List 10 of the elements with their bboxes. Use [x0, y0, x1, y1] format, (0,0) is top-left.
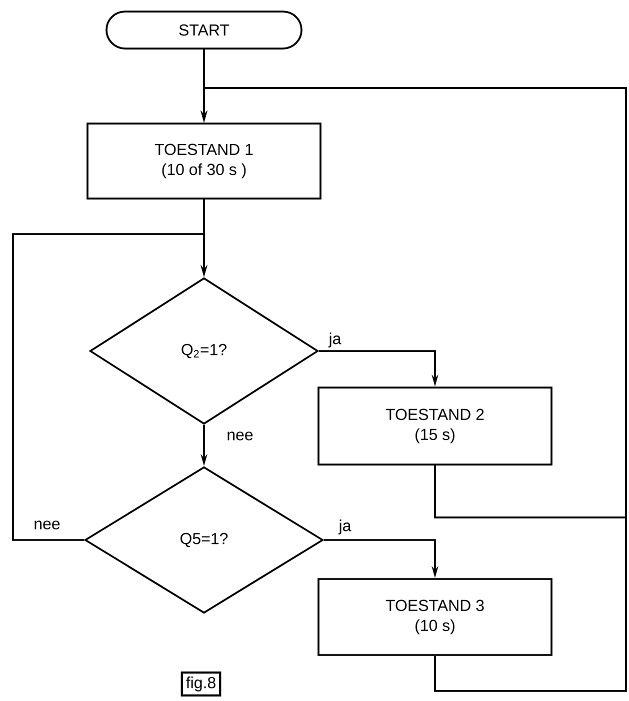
- caption-box: fig.8: [180, 671, 222, 697]
- edge-label: nee: [32, 519, 62, 531]
- process-box: TOESTAND 1 (10 of 30 s ): [86, 122, 322, 200]
- process-box: TOESTAND 2 (15 s): [318, 386, 552, 466]
- process-box: TOESTAND 3 (10 s): [318, 578, 552, 656]
- arrow: [12, 233, 208, 541]
- edge-label: ja: [337, 518, 353, 536]
- edge-label: nee: [225, 430, 255, 442]
- terminal-box: START: [106, 10, 302, 50]
- edge-label: ja: [327, 331, 343, 349]
